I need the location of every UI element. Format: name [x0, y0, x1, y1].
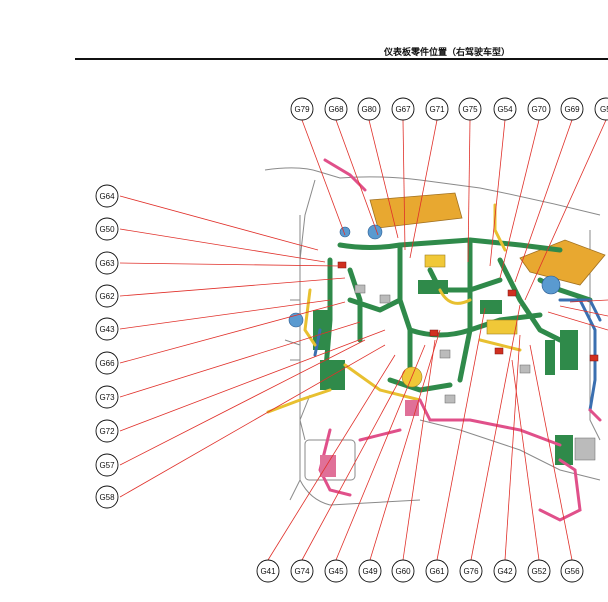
bottom-callouts: [256, 559, 584, 583]
label-top-4: G71: [429, 105, 445, 114]
label-left-1: G50: [99, 225, 115, 234]
callout-circle: [95, 317, 119, 341]
label-bottom-2: G45: [328, 567, 344, 576]
callout-circle: [459, 559, 483, 583]
callout-circle: [391, 97, 415, 121]
label-top-1: G68: [328, 105, 344, 114]
callout-circle: [560, 559, 584, 583]
callout-circle: [458, 97, 482, 121]
label-left-8: G57: [99, 461, 115, 470]
callout-circle: [425, 97, 449, 121]
dashboard-outline: [264, 167, 601, 506]
callout-circle: [95, 351, 119, 375]
label-bottom-3: G49: [362, 567, 378, 576]
callout-circle: [425, 559, 449, 583]
callout-circle: [95, 485, 119, 509]
red-parts: [337, 261, 599, 362]
label-left-2: G63: [99, 259, 115, 268]
callout-circle: [95, 217, 119, 241]
left-labels: G64 G50 G63 G62 G43 G66 G73 G72 G57 G58: [99, 192, 115, 502]
label-left-0: G64: [99, 192, 115, 201]
callout-circle: [594, 97, 608, 121]
label-top-2: G80: [361, 105, 377, 114]
callout-circle: [290, 97, 314, 121]
leader-lines: [119, 119, 608, 561]
label-bottom-9: G56: [564, 567, 580, 576]
callout-circle: [95, 385, 119, 409]
top-labels: G79 G68 G80 G67 G71 G75 G54 G70 G69 G5: [294, 105, 608, 114]
label-left-6: G73: [99, 393, 115, 402]
callout-circle: [493, 559, 517, 583]
label-bottom-5: G61: [429, 567, 445, 576]
label-left-7: G72: [99, 427, 115, 436]
label-left-4: G43: [99, 325, 115, 334]
callout-circle: [560, 97, 584, 121]
yellow-parts: [401, 254, 518, 388]
callout-circle: [95, 284, 119, 308]
green-blocks: [313, 280, 578, 465]
label-left-9: G58: [99, 493, 115, 502]
callout-circle: [527, 559, 551, 583]
label-bottom-7: G42: [497, 567, 513, 576]
top-callouts: [290, 97, 608, 121]
label-bottom-4: G60: [395, 567, 411, 576]
callout-circle: [358, 559, 382, 583]
label-bottom-6: G76: [463, 567, 479, 576]
label-top-8: G69: [564, 105, 580, 114]
upper-panel: [369, 192, 463, 229]
callout-circle: [527, 97, 551, 121]
pink-parts: [320, 400, 419, 477]
callout-circle: [95, 419, 119, 443]
bottom-labels: G41 G74 G45 G49 G60 G61 G76 G42 G52 G56: [260, 567, 580, 576]
orange-panels: [369, 192, 606, 286]
label-bottom-8: G52: [531, 567, 547, 576]
callout-circle: [324, 559, 348, 583]
label-top-9: G5: [600, 105, 608, 114]
callout-circle: [324, 97, 348, 121]
label-top-6: G54: [497, 105, 513, 114]
label-bottom-1: G74: [294, 567, 310, 576]
label-top-5: G75: [462, 105, 478, 114]
callout-circle: [95, 453, 119, 477]
label-bottom-0: G41: [260, 567, 276, 576]
callout-circle: [290, 559, 314, 583]
header-rule: [75, 58, 608, 60]
callout-circle: [357, 97, 381, 121]
callout-circle: [493, 97, 517, 121]
left-callouts: [95, 184, 119, 509]
label-top-0: G79: [294, 105, 310, 114]
right-panel: [519, 239, 606, 286]
callout-circle: [256, 559, 280, 583]
gray-connectors: [354, 284, 596, 461]
label-left-5: G66: [99, 359, 115, 368]
callout-circle: [391, 559, 415, 583]
label-left-3: G62: [99, 292, 115, 301]
label-top-3: G67: [395, 105, 411, 114]
callout-circle: [95, 251, 119, 275]
label-top-7: G70: [531, 105, 547, 114]
page-title: 仪表板零件位置（右驾驶车型）: [384, 48, 511, 58]
callout-circle: [95, 184, 119, 208]
